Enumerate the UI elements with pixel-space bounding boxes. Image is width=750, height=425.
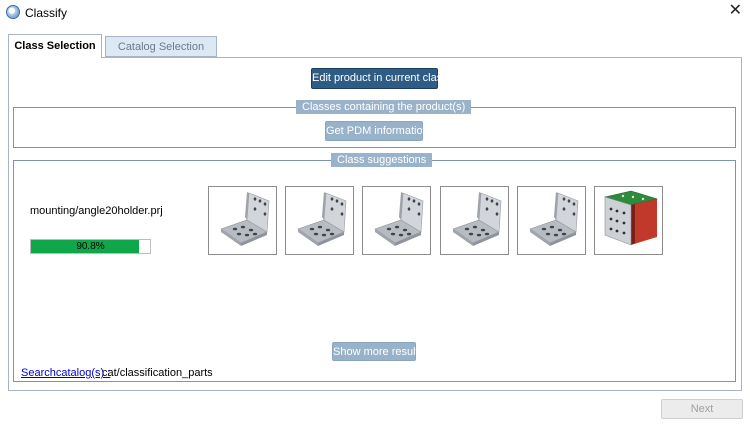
- angle-bracket-icon: [363, 187, 430, 254]
- angle-bracket-icon: [209, 187, 276, 254]
- class-suggestions-legend: Class suggestions: [331, 153, 433, 167]
- match-progress-fill: [31, 240, 140, 253]
- title-bar: Classify ✕: [0, 0, 750, 26]
- angle-bracket-icon: [518, 187, 585, 254]
- angle-bracket-icon: [286, 187, 353, 254]
- close-icon[interactable]: ✕: [728, 2, 742, 19]
- window-title: Classify: [25, 6, 68, 20]
- next-button[interactable]: Next: [661, 399, 743, 419]
- suggestion-thumbnail-4[interactable]: [440, 186, 509, 255]
- suggestion-thumbnail-1[interactable]: [208, 186, 277, 255]
- match-progress-bar: 90.8%: [30, 239, 151, 254]
- suggestion-thumbnail-5[interactable]: [517, 186, 586, 255]
- show-more-results-button[interactable]: Show more results: [332, 342, 424, 361]
- edit-product-button[interactable]: Edit product in current class: [311, 68, 448, 89]
- search-catalogs-link[interactable]: Searchcatalog(s) :: [21, 367, 111, 379]
- get-pdm-information-button[interactable]: Get PDM information: [325, 121, 429, 141]
- match-progress-label: 90.8%: [76, 241, 105, 252]
- angle-bracket-colored-icon: [595, 187, 662, 254]
- suggestion-thumbnail-6[interactable]: [594, 186, 663, 255]
- tab-catalog-selection[interactable]: Catalog Selection: [105, 36, 217, 57]
- product-file-name: mounting/angle20holder.prj: [30, 205, 163, 217]
- classes-containing-legend: Classes containing the product(s): [296, 100, 472, 114]
- suggestion-thumbnail-3[interactable]: [362, 186, 431, 255]
- classify-app-icon: [6, 5, 20, 19]
- tab-class-selection[interactable]: Class Selection: [8, 34, 102, 58]
- suggestion-thumbnail-2[interactable]: [285, 186, 354, 255]
- angle-bracket-icon: [441, 187, 508, 254]
- catalog-path: cat/classification_parts: [102, 367, 213, 379]
